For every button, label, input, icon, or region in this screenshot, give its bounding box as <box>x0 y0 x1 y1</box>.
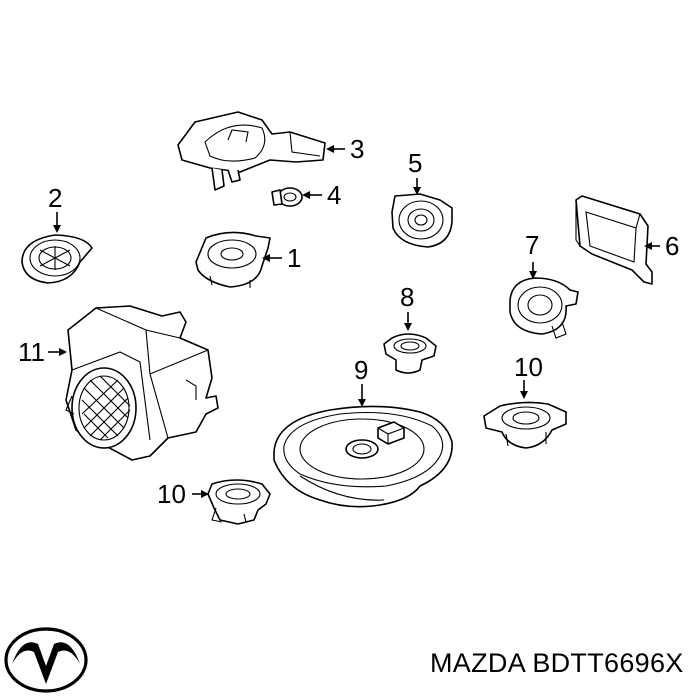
callout-10-left: 10 <box>157 479 186 509</box>
callout-4: 4 <box>327 180 341 210</box>
part-8-tweeter <box>383 333 437 374</box>
callout-3: 3 <box>350 134 364 164</box>
callout-1: 1 <box>287 243 301 273</box>
part-11-subwoofer-box <box>65 305 219 461</box>
part-10-speaker-left <box>207 479 271 525</box>
part-9-woofer <box>273 405 453 508</box>
part-10-speaker-right <box>483 401 567 449</box>
callout-7: 7 <box>525 230 539 260</box>
part-7-speaker <box>509 277 579 339</box>
part-2-tweeter <box>21 234 93 284</box>
mazda-logo-icon <box>4 627 88 693</box>
part-6-amplifier <box>575 195 653 285</box>
callout-6: 6 <box>665 231 679 261</box>
part-3-speaker-bracket <box>177 111 326 191</box>
part-1-speaker <box>195 231 271 288</box>
callout-5: 5 <box>408 148 422 178</box>
callout-10-right: 10 <box>514 352 543 382</box>
part-number: BDTT6696X <box>532 648 684 678</box>
callout-2: 2 <box>48 183 62 213</box>
callout-9: 9 <box>354 355 368 385</box>
callout-8: 8 <box>400 282 414 312</box>
callout-11: 11 <box>18 337 45 367</box>
brand-name: MAZDA <box>430 648 525 678</box>
part-4-clip <box>271 187 303 207</box>
part-caption: MAZDA BDTT6696X <box>430 648 684 679</box>
part-5-speaker <box>391 193 453 248</box>
